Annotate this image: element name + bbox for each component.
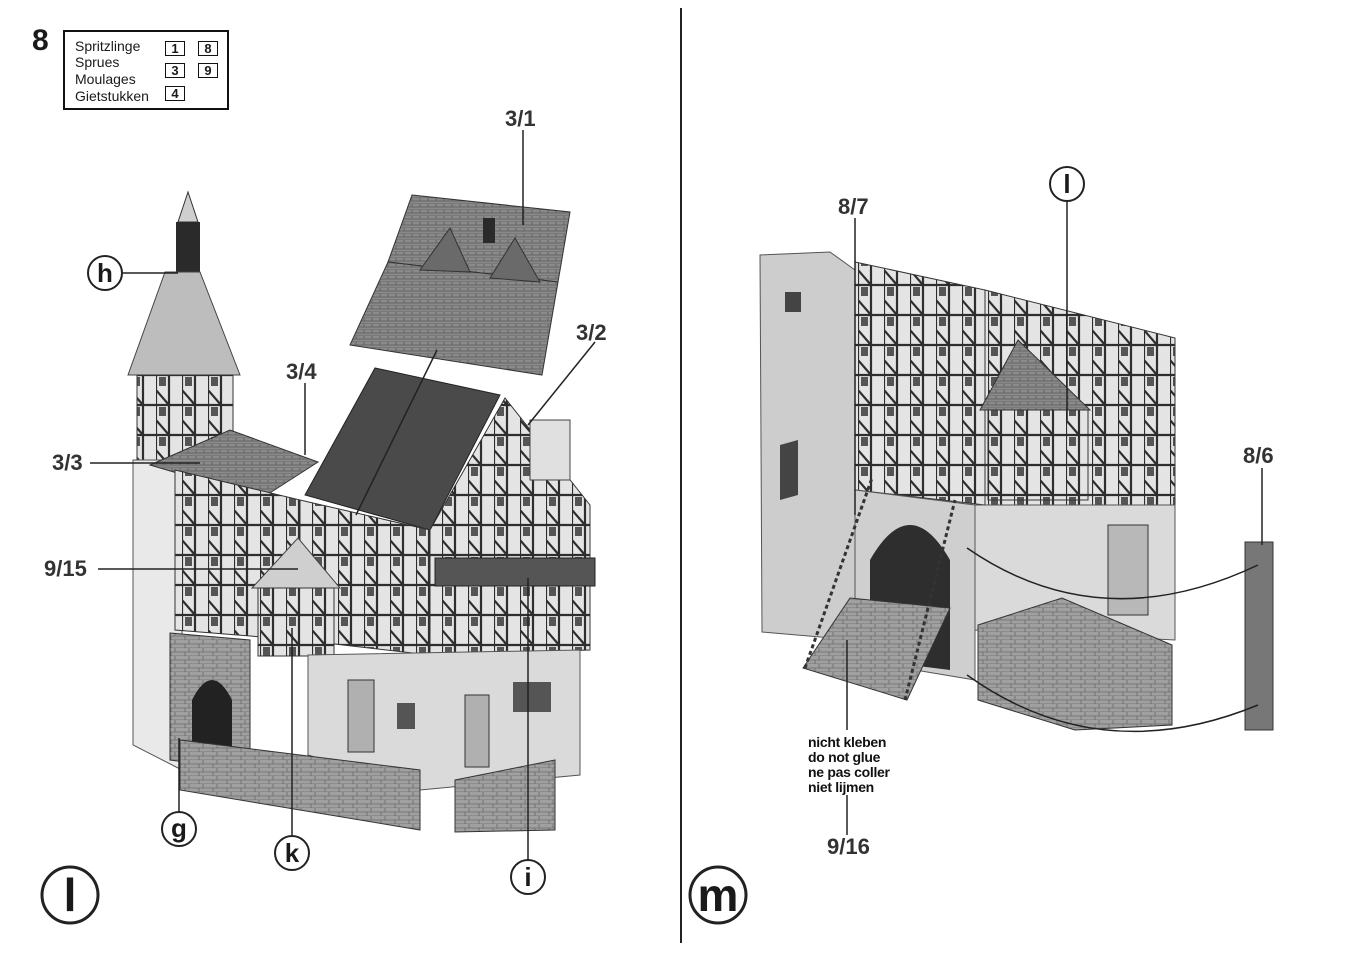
part-label-3-4: 3/4 — [286, 359, 317, 385]
balcony — [435, 558, 595, 586]
tower-lantern — [176, 222, 200, 272]
note-line-de: nicht kleben — [808, 735, 890, 750]
stone-tower-wall — [760, 252, 855, 640]
rear-tower — [530, 420, 570, 480]
timber-upper-left — [855, 262, 985, 505]
oriel — [988, 410, 1088, 500]
callout-i: i — [511, 860, 545, 894]
do-not-glue-note: nicht kleben do not glue ne pas coller n… — [808, 735, 890, 795]
plate-8-6 — [1245, 542, 1273, 730]
panel-letter-m: m — [690, 867, 746, 923]
part-label-8-7: 8/7 — [838, 194, 869, 220]
callout-g: g — [162, 811, 196, 845]
part-label-3-2: 3/2 — [576, 320, 607, 346]
note-line-nl: niet lijmen — [808, 780, 890, 795]
part-label-3-1: 3/1 — [505, 106, 536, 132]
bay-window — [258, 588, 334, 656]
callout-l: l — [1050, 167, 1084, 201]
tower-spire — [178, 192, 198, 222]
note-line-fr: ne pas coller — [808, 765, 890, 780]
callout-h: h — [88, 256, 122, 290]
part-label-9-16: 9/16 — [827, 834, 870, 860]
note-line-en: do not glue — [808, 750, 890, 765]
panel-letter-l: l — [42, 867, 98, 923]
part-label-8-6: 8/6 — [1243, 443, 1274, 469]
part-label-3-3: 3/3 — [52, 450, 83, 476]
tower-roof — [128, 272, 240, 375]
part-label-9-15: 9/15 — [44, 556, 87, 582]
gate-model — [760, 252, 1273, 730]
exploded-roof — [350, 195, 570, 375]
callout-k: k — [275, 836, 309, 870]
